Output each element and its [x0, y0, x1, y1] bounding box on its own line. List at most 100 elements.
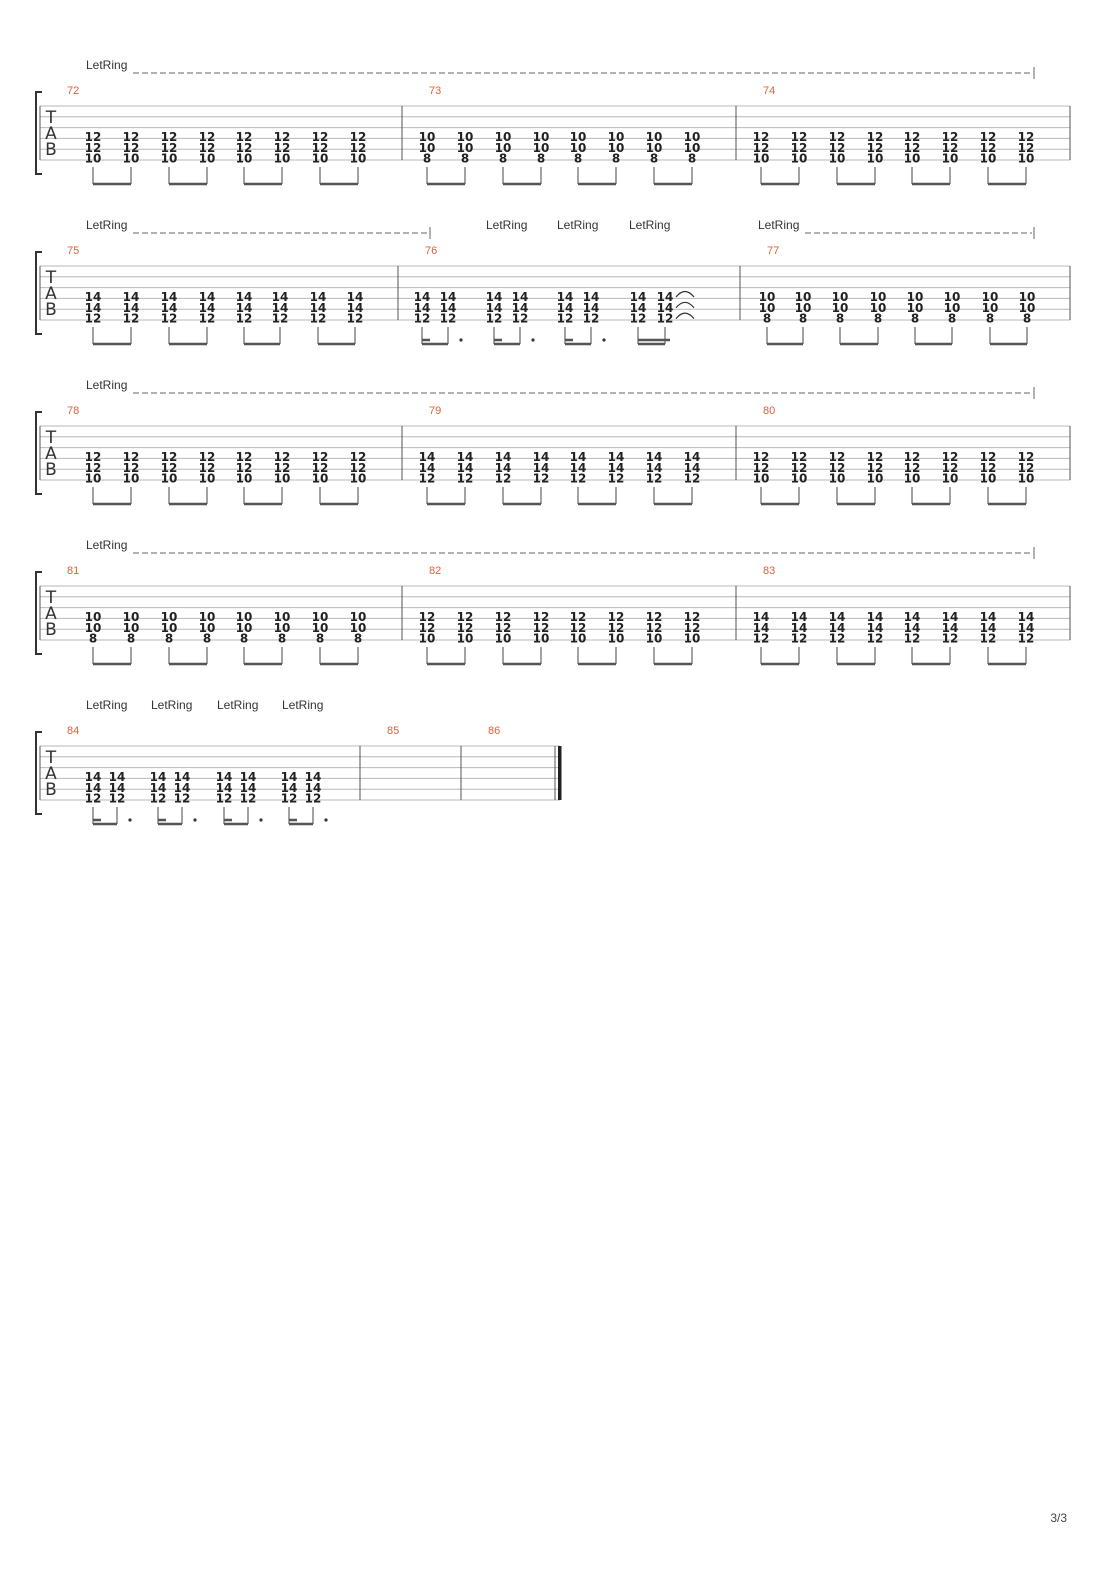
fret-number: 12 [123, 461, 140, 475]
fret-number: 14 [657, 301, 674, 315]
fret-number: 10 [495, 141, 512, 155]
fret-number: 12 [942, 130, 959, 144]
fret-number: 10 [867, 152, 884, 166]
fret-number: 12 [495, 472, 512, 486]
tab-clef-letter: T [45, 748, 57, 768]
fret-number: 10 [791, 472, 808, 486]
fret-number: 14 [216, 781, 233, 795]
fret-number: 12 [829, 141, 846, 155]
fret-number: 8 [240, 632, 248, 646]
fret-number: 8 [203, 632, 211, 646]
fret-number: 14 [272, 301, 289, 315]
fret-number: 12 [85, 141, 102, 155]
fret-number: 14 [281, 781, 298, 795]
tab-clef-letter: A [45, 124, 57, 144]
fret-number: 12 [942, 141, 959, 155]
fret-number: 12 [753, 461, 770, 475]
system-bracket [35, 571, 42, 655]
fret-number: 12 [161, 312, 178, 326]
tab-clef-letter: T [45, 268, 57, 288]
fret-number: 12 [570, 610, 587, 624]
fret-number: 12 [85, 792, 102, 806]
fret-number: 10 [236, 152, 253, 166]
rhythm-dot [128, 818, 132, 822]
fret-number: 12 [904, 450, 921, 464]
fret-number: 8 [354, 632, 362, 646]
measure-number: 74 [763, 85, 775, 97]
fret-number: 12 [123, 130, 140, 144]
fret-number: 10 [350, 152, 367, 166]
fret-number: 14 [347, 290, 364, 304]
fret-number: 12 [85, 461, 102, 475]
fret-number: 12 [312, 450, 329, 464]
fret-number: 12 [150, 792, 167, 806]
fret-number: 12 [657, 312, 674, 326]
fret-number: 12 [236, 141, 253, 155]
fret-number: 14 [646, 450, 663, 464]
fret-number: 10 [350, 621, 367, 635]
fret-number: 12 [350, 450, 367, 464]
fret-number: 10 [161, 152, 178, 166]
fret-number: 14 [440, 290, 457, 304]
fret-number: 14 [305, 781, 322, 795]
rhythm-dot [259, 818, 263, 822]
fret-number: 12 [557, 312, 574, 326]
fret-number: 10 [199, 152, 216, 166]
fret-number: 12 [161, 450, 178, 464]
fret-number: 10 [684, 130, 701, 144]
fret-number: 12 [440, 312, 457, 326]
fret-number: 10 [646, 130, 663, 144]
fret-number: 12 [753, 141, 770, 155]
fret-number: 12 [980, 141, 997, 155]
fret-number: 12 [312, 141, 329, 155]
fret-number: 12 [608, 621, 625, 635]
rhythm-dot [193, 818, 197, 822]
fret-number: 14 [281, 770, 298, 784]
fret-number: 12 [630, 312, 647, 326]
fret-number: 14 [199, 301, 216, 315]
fret-number: 14 [236, 301, 253, 315]
tab-clef-letter: B [45, 620, 57, 640]
fret-number: 12 [419, 610, 436, 624]
fret-number: 14 [608, 461, 625, 475]
fret-number: 8 [537, 152, 545, 166]
fret-number: 12 [274, 130, 291, 144]
fret-number: 12 [980, 461, 997, 475]
tie-arc [675, 290, 695, 298]
fret-number: 12 [867, 461, 884, 475]
fret-number: 12 [350, 461, 367, 475]
fret-number: 14 [123, 301, 140, 315]
fret-number: 10 [236, 621, 253, 635]
letring-label: LetRing [282, 698, 323, 712]
fret-number: 12 [495, 610, 512, 624]
fret-number: 12 [495, 621, 512, 635]
measure-number: 83 [763, 565, 775, 577]
fret-number: 10 [832, 290, 849, 304]
fret-number: 10 [829, 152, 846, 166]
fret-number: 12 [791, 130, 808, 144]
fret-number: 14 [414, 290, 431, 304]
fret-number: 14 [419, 461, 436, 475]
fret-number: 8 [574, 152, 582, 166]
fret-number: 14 [240, 770, 257, 784]
fret-number: 10 [791, 152, 808, 166]
rhythm-dot [531, 338, 535, 342]
fret-number: 14 [85, 301, 102, 315]
fret-number: 10 [161, 472, 178, 486]
fret-number: 10 [85, 152, 102, 166]
fret-number: 12 [161, 130, 178, 144]
fret-number: 12 [85, 130, 102, 144]
fret-number: 8 [165, 632, 173, 646]
fret-number: 12 [236, 130, 253, 144]
final-barline [558, 746, 562, 800]
fret-number: 12 [272, 312, 289, 326]
fret-number: 14 [753, 610, 770, 624]
fret-number: 10 [832, 301, 849, 315]
rhythm-dot [324, 818, 328, 822]
fret-number: 14 [684, 461, 701, 475]
fret-number: 10 [123, 152, 140, 166]
fret-number: 10 [570, 632, 587, 646]
letring-label: LetRing [86, 58, 127, 72]
fret-number: 12 [942, 632, 959, 646]
